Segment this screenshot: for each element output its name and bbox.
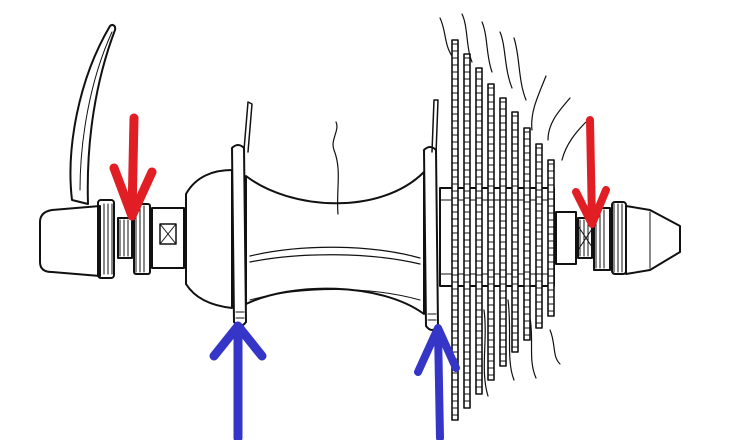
- left-locknut: [117, 217, 133, 259]
- red-arrow-right: [572, 116, 610, 228]
- cog-teeth-7: [523, 131, 531, 336]
- annotation-arrows: [109, 113, 610, 440]
- right-qr-cap: [625, 205, 681, 275]
- cog-teeth-6: [511, 115, 519, 348]
- left-axle-bearing: [151, 207, 185, 269]
- cassette: [451, 39, 555, 421]
- cog-teeth-8: [535, 147, 543, 324]
- cog-8: [535, 143, 543, 329]
- quick-release-lever: [69, 24, 117, 205]
- red-arrow-left: [109, 113, 157, 221]
- cog-5: [499, 97, 507, 367]
- cog-2: [463, 53, 471, 409]
- hub-barrel: [245, 171, 425, 315]
- cog-teeth-2: [463, 57, 471, 402]
- cog-7: [523, 127, 531, 341]
- blue-arrow-left: [209, 321, 267, 440]
- right-axle-spacer: [555, 211, 577, 265]
- cog-9: [547, 159, 555, 317]
- cog-3: [475, 67, 483, 395]
- cog-4: [487, 83, 495, 381]
- left-flange: [231, 144, 247, 327]
- cog-1: [451, 39, 459, 421]
- hub-shell: [185, 169, 233, 309]
- cog-teeth-5: [499, 101, 507, 362]
- left-qr-nut: [97, 199, 115, 279]
- left-qr-cap: [39, 205, 101, 277]
- cog-teeth-3: [475, 71, 483, 388]
- cog-teeth-4: [487, 87, 495, 376]
- right-flange: [423, 146, 439, 331]
- cog-teeth-1: [451, 43, 459, 416]
- cog-6: [511, 111, 519, 353]
- cog-teeth-9: [547, 163, 555, 312]
- blue-arrow-right: [414, 324, 460, 440]
